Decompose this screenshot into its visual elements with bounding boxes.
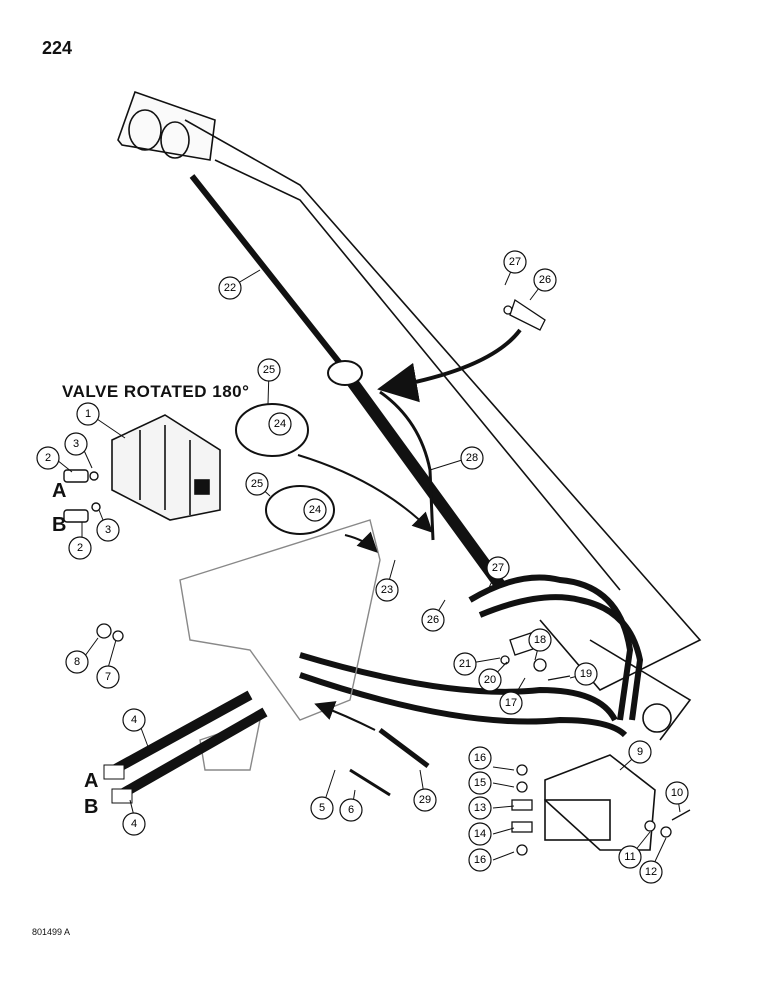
svg-text:13: 13 (474, 802, 486, 814)
shield-plate (544, 754, 656, 851)
leader-lines (56, 261, 681, 871)
callout-24b: 24 (303, 498, 327, 522)
svg-text:28: 28 (466, 452, 478, 464)
svg-text:24: 24 (309, 504, 321, 516)
hydraulic-cylinder (189, 174, 505, 589)
callout-23: 23 (375, 578, 399, 602)
valve-hoses (103, 690, 268, 804)
svg-text:14: 14 (474, 828, 486, 840)
port-label-b-hose: B (84, 796, 99, 818)
valve-fittings (63, 469, 101, 523)
callout-28: 28 (460, 446, 484, 470)
svg-text:8: 8 (74, 656, 80, 668)
svg-text:18: 18 (534, 634, 546, 646)
callout-14: 14 (468, 822, 492, 846)
port-label-b-valve: B (52, 514, 67, 536)
svg-text:10: 10 (671, 787, 683, 799)
callout-12: 12 (639, 860, 663, 884)
svg-text:16: 16 (474, 854, 486, 866)
svg-text:4: 4 (131, 818, 137, 830)
callout-10: 10 (665, 781, 689, 805)
callout-9: 9 (628, 740, 652, 764)
loader-frame (179, 519, 381, 771)
callout-26b: 26 (421, 608, 445, 632)
port-label-a-hose: A (84, 770, 99, 792)
callout-22: 22 (218, 276, 242, 300)
svg-text:11: 11 (624, 851, 635, 863)
svg-text:25: 25 (251, 478, 263, 490)
svg-text:26: 26 (427, 614, 439, 626)
svg-text:3: 3 (105, 524, 111, 536)
svg-text:25: 25 (263, 364, 275, 376)
page-number: 224 (42, 38, 73, 58)
svg-text:29: 29 (419, 794, 431, 806)
svg-text:20: 20 (484, 674, 496, 686)
svg-text:2: 2 (45, 452, 51, 464)
svg-text:6: 6 (348, 804, 354, 816)
callout-2a: 2 (36, 446, 60, 470)
svg-text:7: 7 (105, 671, 111, 683)
svg-text:2: 2 (77, 542, 83, 554)
callout-27a: 27 (503, 250, 527, 274)
svg-text:27: 27 (509, 256, 521, 268)
callout-16b: 16 (468, 848, 492, 872)
callout-8: 8 (65, 650, 89, 674)
svg-text:22: 22 (224, 282, 236, 294)
callout-18: 18 (528, 628, 552, 652)
motion-arrows (297, 328, 522, 731)
callout-6: 6 (339, 798, 363, 822)
svg-text:5: 5 (319, 802, 325, 814)
hose-clamps (235, 403, 335, 535)
callout-25a: 25 (257, 358, 281, 382)
svg-text:15: 15 (474, 777, 486, 789)
callout-4a: 4 (122, 708, 146, 732)
control-valve (111, 414, 221, 521)
callout-16a: 16 (468, 746, 492, 770)
svg-text:3: 3 (73, 438, 79, 450)
valve-caption: VALVE ROTATED 180° (62, 382, 250, 401)
svg-text:26: 26 (539, 274, 551, 286)
callout-25b: 25 (245, 472, 269, 496)
svg-text:9: 9 (637, 746, 643, 758)
svg-text:16: 16 (474, 752, 486, 764)
svg-text:27: 27 (492, 562, 504, 574)
figure-code: 801499 A (32, 927, 71, 937)
callout-7: 7 (96, 665, 120, 689)
svg-text:19: 19 (580, 668, 592, 680)
callout-1: 1 (76, 402, 100, 426)
svg-text:17: 17 (505, 697, 517, 709)
svg-text:4: 4 (131, 714, 137, 726)
callout-29: 29 (413, 788, 437, 812)
callout-24a: 24 (268, 412, 292, 436)
svg-text:1: 1 (85, 408, 91, 420)
svg-text:21: 21 (459, 658, 471, 670)
callout-3a: 3 (64, 432, 88, 456)
svg-text:24: 24 (274, 418, 286, 430)
callout-15: 15 (468, 771, 492, 795)
callout-17: 17 (499, 691, 523, 715)
callout-4b: 4 (122, 812, 146, 836)
callout-21: 21 (453, 652, 477, 676)
callout-19: 19 (574, 662, 598, 686)
callout-3b: 3 (96, 518, 120, 542)
callout-27b: 27 (486, 556, 510, 580)
callout-26a: 26 (533, 268, 557, 292)
callout-11: 11 (618, 845, 642, 869)
callout-20: 20 (478, 668, 502, 692)
callout-5: 5 (310, 796, 334, 820)
port-label-a-valve: A (52, 480, 67, 502)
callout-2b: 2 (68, 536, 92, 560)
svg-text:12: 12 (645, 866, 657, 878)
callout-13: 13 (468, 796, 492, 820)
svg-text:23: 23 (381, 584, 393, 596)
